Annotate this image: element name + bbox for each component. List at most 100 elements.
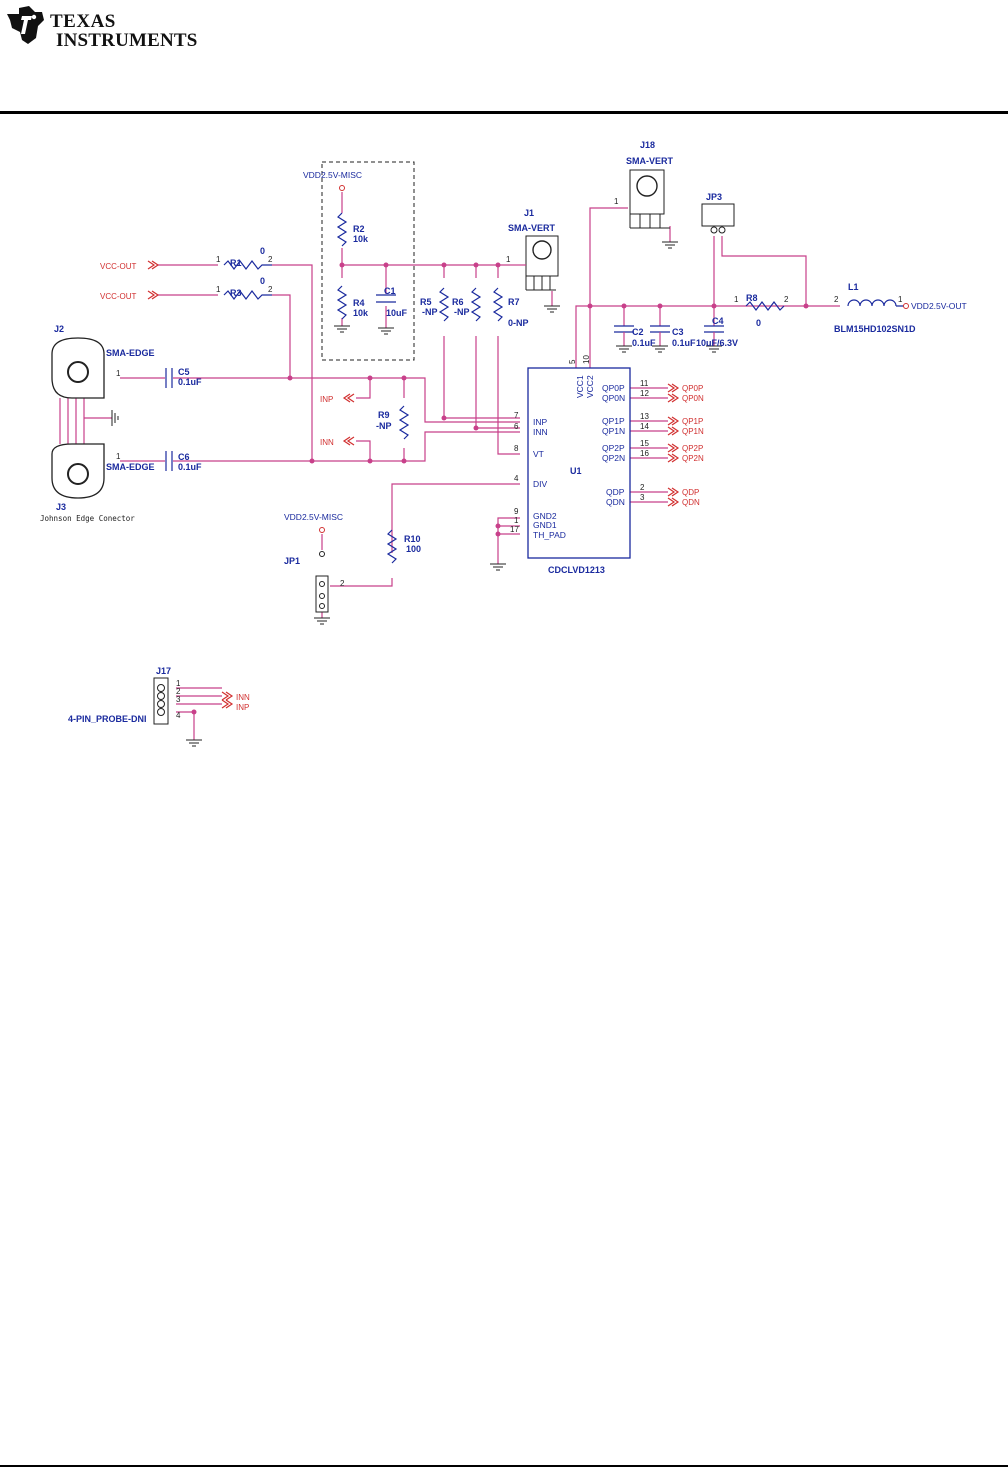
r4-label: R4 bbox=[353, 298, 365, 308]
capacitors bbox=[165, 294, 724, 471]
vdd-out-label: VDD2.5V-OUT bbox=[911, 301, 967, 311]
pin-num: 6 bbox=[514, 422, 519, 431]
u1-pin-qdp: QDP bbox=[606, 487, 625, 497]
pin-num: 1 bbox=[176, 679, 181, 688]
pin-num: 1 bbox=[116, 369, 121, 378]
inn-j17-net: INN bbox=[236, 693, 250, 702]
pin-num: 2 bbox=[784, 295, 789, 304]
qp1n-net: QP1N bbox=[682, 427, 704, 436]
pin-num: 3 bbox=[176, 695, 181, 704]
j3-type: SMA-EDGE bbox=[106, 462, 155, 472]
pin-num: 7 bbox=[514, 411, 519, 420]
u1-pin-qp1p: QP1P bbox=[602, 416, 625, 426]
r1-value: 0 bbox=[260, 246, 265, 256]
c6-label: C6 bbox=[178, 452, 190, 462]
labels: VDD2.5V-MISC VDD2.5V-MISC VDD2.5V-OUT VC… bbox=[40, 140, 967, 724]
j1-type: SMA-VERT bbox=[508, 223, 556, 233]
pin-num: 4 bbox=[176, 711, 181, 720]
ti-logo-icon bbox=[7, 6, 44, 44]
pin-num: 5 bbox=[568, 359, 577, 364]
vcc-out-net-2: VCC-OUT bbox=[100, 292, 137, 301]
pin-num: 13 bbox=[640, 412, 649, 421]
pin-num: 14 bbox=[640, 422, 649, 431]
u1-pin-th-pad: TH_PAD bbox=[533, 530, 566, 540]
resistors bbox=[223, 212, 785, 564]
l1-label: L1 bbox=[848, 282, 859, 292]
c2-value: 0.1uF bbox=[632, 338, 656, 348]
vdd-misc-terminal-top bbox=[339, 185, 345, 191]
u1-pin-qdn: QDN bbox=[606, 497, 625, 507]
jp3-label: JP3 bbox=[706, 192, 722, 202]
jp1-label: JP1 bbox=[284, 556, 300, 566]
r4-value: 10k bbox=[353, 308, 369, 318]
connector-j3 bbox=[51, 443, 105, 499]
r6-value: -NP bbox=[454, 307, 470, 317]
r7-value: 0-NP bbox=[508, 318, 529, 328]
r2-value: 10k bbox=[353, 234, 369, 244]
ic-u1 bbox=[527, 367, 631, 559]
j3-label: J3 bbox=[56, 502, 66, 512]
c1-value: 10uF bbox=[386, 308, 408, 318]
j17-type: 4-PIN_PROBE-DNI bbox=[68, 714, 147, 724]
r5-value: -NP bbox=[422, 307, 438, 317]
pin-num: 8 bbox=[514, 444, 519, 453]
pin-num: 3 bbox=[640, 493, 645, 502]
u1-pin-inp: INP bbox=[533, 417, 548, 427]
vdd-misc-jp-label: VDD2.5V-MISC bbox=[284, 512, 343, 522]
r3-value: 0 bbox=[260, 276, 265, 286]
inn-net: INN bbox=[320, 438, 334, 447]
pin-num: 1 bbox=[116, 452, 121, 461]
connector-j1 bbox=[510, 235, 559, 291]
pin-num: 1 bbox=[216, 285, 221, 294]
c3-value: 0.1uF bbox=[672, 338, 696, 348]
pin-num: 1 bbox=[734, 295, 739, 304]
pin-num: 4 bbox=[514, 474, 519, 483]
pin-num: 16 bbox=[640, 449, 649, 458]
u1-part: CDCLVD1213 bbox=[548, 565, 605, 575]
u1-pin-inn: INN bbox=[533, 427, 548, 437]
header-rule bbox=[0, 111, 1008, 114]
qp2n-net: QP2N bbox=[682, 454, 704, 463]
j1-label: J1 bbox=[524, 208, 534, 218]
r10-label: R10 bbox=[404, 534, 421, 544]
qdn-net: QDN bbox=[682, 498, 700, 507]
pin-num: 1 bbox=[614, 197, 619, 206]
c5-label: C5 bbox=[178, 367, 190, 377]
vdd-misc-top-label: VDD2.5V-MISC bbox=[303, 170, 362, 180]
l1-value: BLM15HD102SN1D bbox=[834, 324, 916, 334]
schematic: VDD2.5V-MISC VDD2.5V-MISC VDD2.5V-OUT VC… bbox=[40, 140, 967, 747]
j2-label: J2 bbox=[54, 324, 64, 334]
qdp-net: QDP bbox=[682, 488, 699, 497]
u1-pin-qp0p: QP0P bbox=[602, 383, 625, 393]
ground-symbols bbox=[111, 241, 722, 747]
c6-value: 0.1uF bbox=[178, 462, 202, 472]
u1-pin-gnd2: GND2 bbox=[533, 511, 557, 521]
pin-num: 15 bbox=[640, 439, 649, 448]
pin-num: 12 bbox=[640, 389, 649, 398]
ti-logo: TEXAS INSTRUMENTS bbox=[4, 4, 204, 51]
pin-num: 1 bbox=[514, 516, 519, 525]
pin-num: 2 bbox=[268, 255, 273, 264]
pin-num: 1 bbox=[216, 255, 221, 264]
pin-num: 17 bbox=[510, 525, 519, 534]
j18-label: J18 bbox=[640, 140, 655, 150]
pin-num: 2 bbox=[834, 295, 839, 304]
vdd-misc-terminal-jp bbox=[319, 527, 325, 533]
qp0n-net: QP0N bbox=[682, 394, 704, 403]
qp0p-net: QP0P bbox=[682, 384, 703, 393]
u1-pin-vcc1: VCC1 bbox=[575, 375, 585, 398]
pin-num: 2 bbox=[640, 483, 645, 492]
pin-num: 9 bbox=[514, 507, 519, 516]
c2-label: C2 bbox=[632, 327, 644, 337]
pin-num: 2 bbox=[176, 687, 181, 696]
inp-j17-net: INP bbox=[236, 703, 249, 712]
c4-value: 10uF/6.3V bbox=[696, 338, 738, 348]
r8-label: R8 bbox=[746, 293, 758, 303]
connector-j2 bbox=[51, 337, 105, 399]
pin-num: 2 bbox=[340, 579, 345, 588]
r1-label: R1 bbox=[230, 258, 242, 268]
r2-label: R2 bbox=[353, 224, 365, 234]
u1-pin-qp2p: QP2P bbox=[602, 443, 625, 453]
u1-pin-qp1n: QP1N bbox=[602, 426, 625, 436]
c4-label: C4 bbox=[712, 316, 724, 326]
